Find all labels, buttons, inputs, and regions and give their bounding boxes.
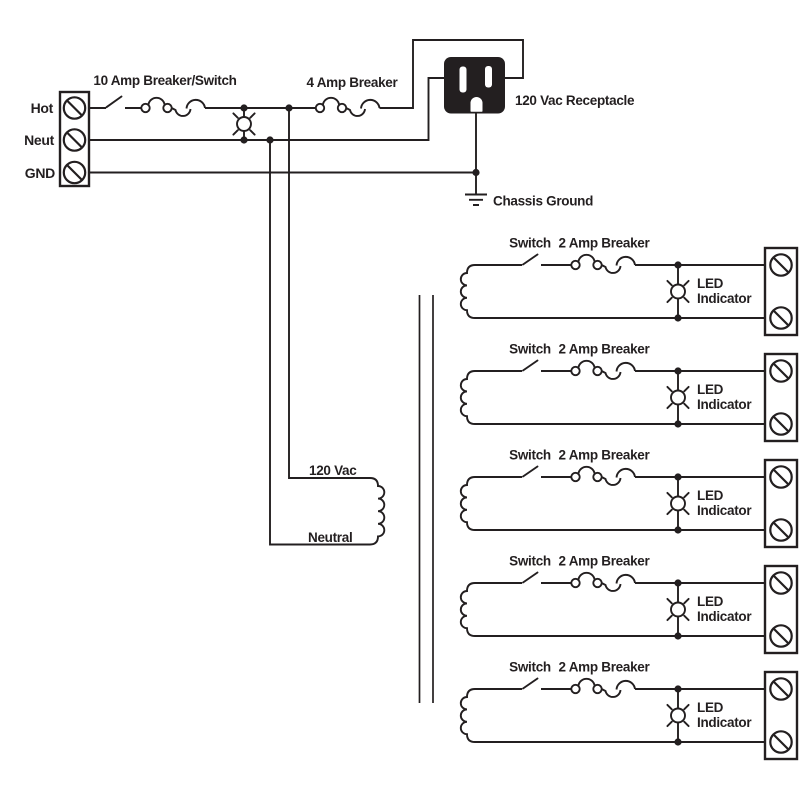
- hot-label: Hot: [31, 100, 54, 116]
- ground-wire: [89, 113, 477, 194]
- screw-terminal-icon: [62, 160, 87, 185]
- receptacle-slot: [459, 66, 467, 93]
- row-led-label-2: Indicator: [697, 503, 752, 518]
- main-breaker-label: 10 Amp Breaker/Switch: [93, 73, 236, 88]
- screw-terminal-icon: [62, 128, 87, 152]
- row-switch-label: Switch: [509, 236, 551, 251]
- junction-dot: [240, 104, 248, 112]
- receptacle-label: 120 Vac Receptacle: [515, 93, 635, 108]
- screw-terminal-icon: [62, 96, 87, 120]
- row-led-label: LED: [697, 276, 724, 291]
- receptacle-breaker-icon: [314, 96, 381, 117]
- row-breaker-label: 2 Amp Breaker: [559, 660, 651, 675]
- row-led-label-2: Indicator: [697, 609, 752, 624]
- chassis-ground-label: Chassis Ground: [493, 194, 593, 209]
- row-switch-label: Switch: [509, 554, 551, 569]
- input-terminal-block: [58, 90, 91, 188]
- receptacle-ground-hole: [470, 97, 483, 112]
- receptacle-breaker-label: 4 Amp Breaker: [307, 75, 399, 90]
- chassis-ground-icon: [465, 193, 487, 206]
- row-switch-label: Switch: [509, 342, 551, 357]
- row-led-label: LED: [697, 700, 724, 715]
- main-breaker-icon: [140, 96, 206, 117]
- row-led-label: LED: [697, 382, 724, 397]
- row-led-label-2: Indicator: [697, 291, 752, 306]
- primary-bottom-label: Neutral: [308, 530, 352, 545]
- row-breaker-label: 2 Amp Breaker: [559, 342, 651, 357]
- receptacle-slot: [485, 66, 492, 88]
- receptacle-icon: [444, 57, 505, 114]
- transformer-core-lines: [418, 295, 434, 703]
- row-switch-label: Switch: [509, 660, 551, 675]
- switch-icon: [105, 95, 123, 109]
- junction-dot: [240, 136, 248, 144]
- junction-dot: [472, 168, 480, 177]
- row-breaker-label: 2 Amp Breaker: [559, 554, 651, 569]
- row-led-label-2: Indicator: [697, 397, 752, 412]
- row-breaker-label: 2 Amp Breaker: [559, 448, 651, 463]
- ground-label: GND: [25, 165, 55, 181]
- row-breaker-label: 2 Amp Breaker: [559, 236, 651, 251]
- neutral-wire: [89, 77, 445, 141]
- diagram-labels: Hot Neut GND 10 Amp Breaker/Switch 4 Amp…: [24, 73, 753, 730]
- row-switch-label: Switch: [509, 448, 551, 463]
- hot-wire: [89, 39, 524, 109]
- primary-top-label: 120 Vac: [309, 463, 357, 478]
- neutral-label: Neut: [24, 132, 55, 148]
- row-led-label: LED: [697, 594, 724, 609]
- row-led-label-2: Indicator: [697, 715, 752, 730]
- transformer-primary-coil: [269, 108, 386, 546]
- row-led-label: LED: [697, 488, 724, 503]
- pilot-lamp-icon: [232, 112, 256, 136]
